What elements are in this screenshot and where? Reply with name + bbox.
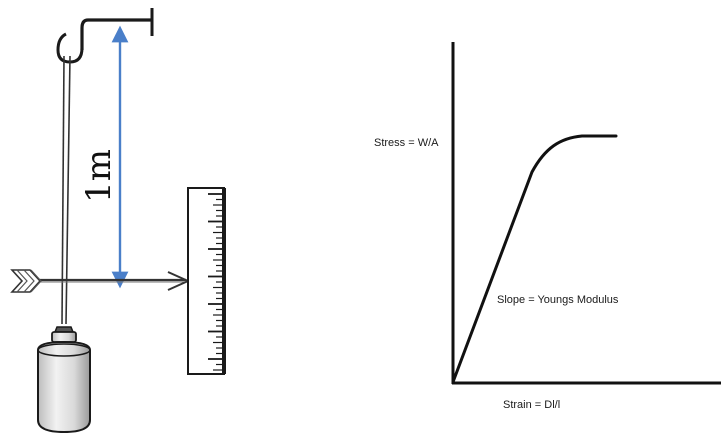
weight	[37, 326, 91, 434]
measurement-scale	[187, 187, 226, 375]
hook	[56, 32, 84, 64]
scale-ticks	[208, 193, 224, 371]
x-axis-label: Strain = Dl/l	[503, 399, 560, 411]
wall-support	[80, 8, 154, 50]
slope-label: Slope = Youngs Modulus	[497, 294, 619, 306]
pointer-arrow	[10, 269, 191, 293]
wire	[61, 55, 71, 325]
length-label: 1m	[79, 149, 119, 203]
stress-strain-graph: Stress = W/A Slope = Youngs Modulus Stra…	[374, 42, 721, 411]
stress-strain-curve	[451, 134, 618, 384]
y-axis-label: Stress = W/A	[374, 137, 439, 149]
apparatus: 1m	[10, 8, 226, 434]
